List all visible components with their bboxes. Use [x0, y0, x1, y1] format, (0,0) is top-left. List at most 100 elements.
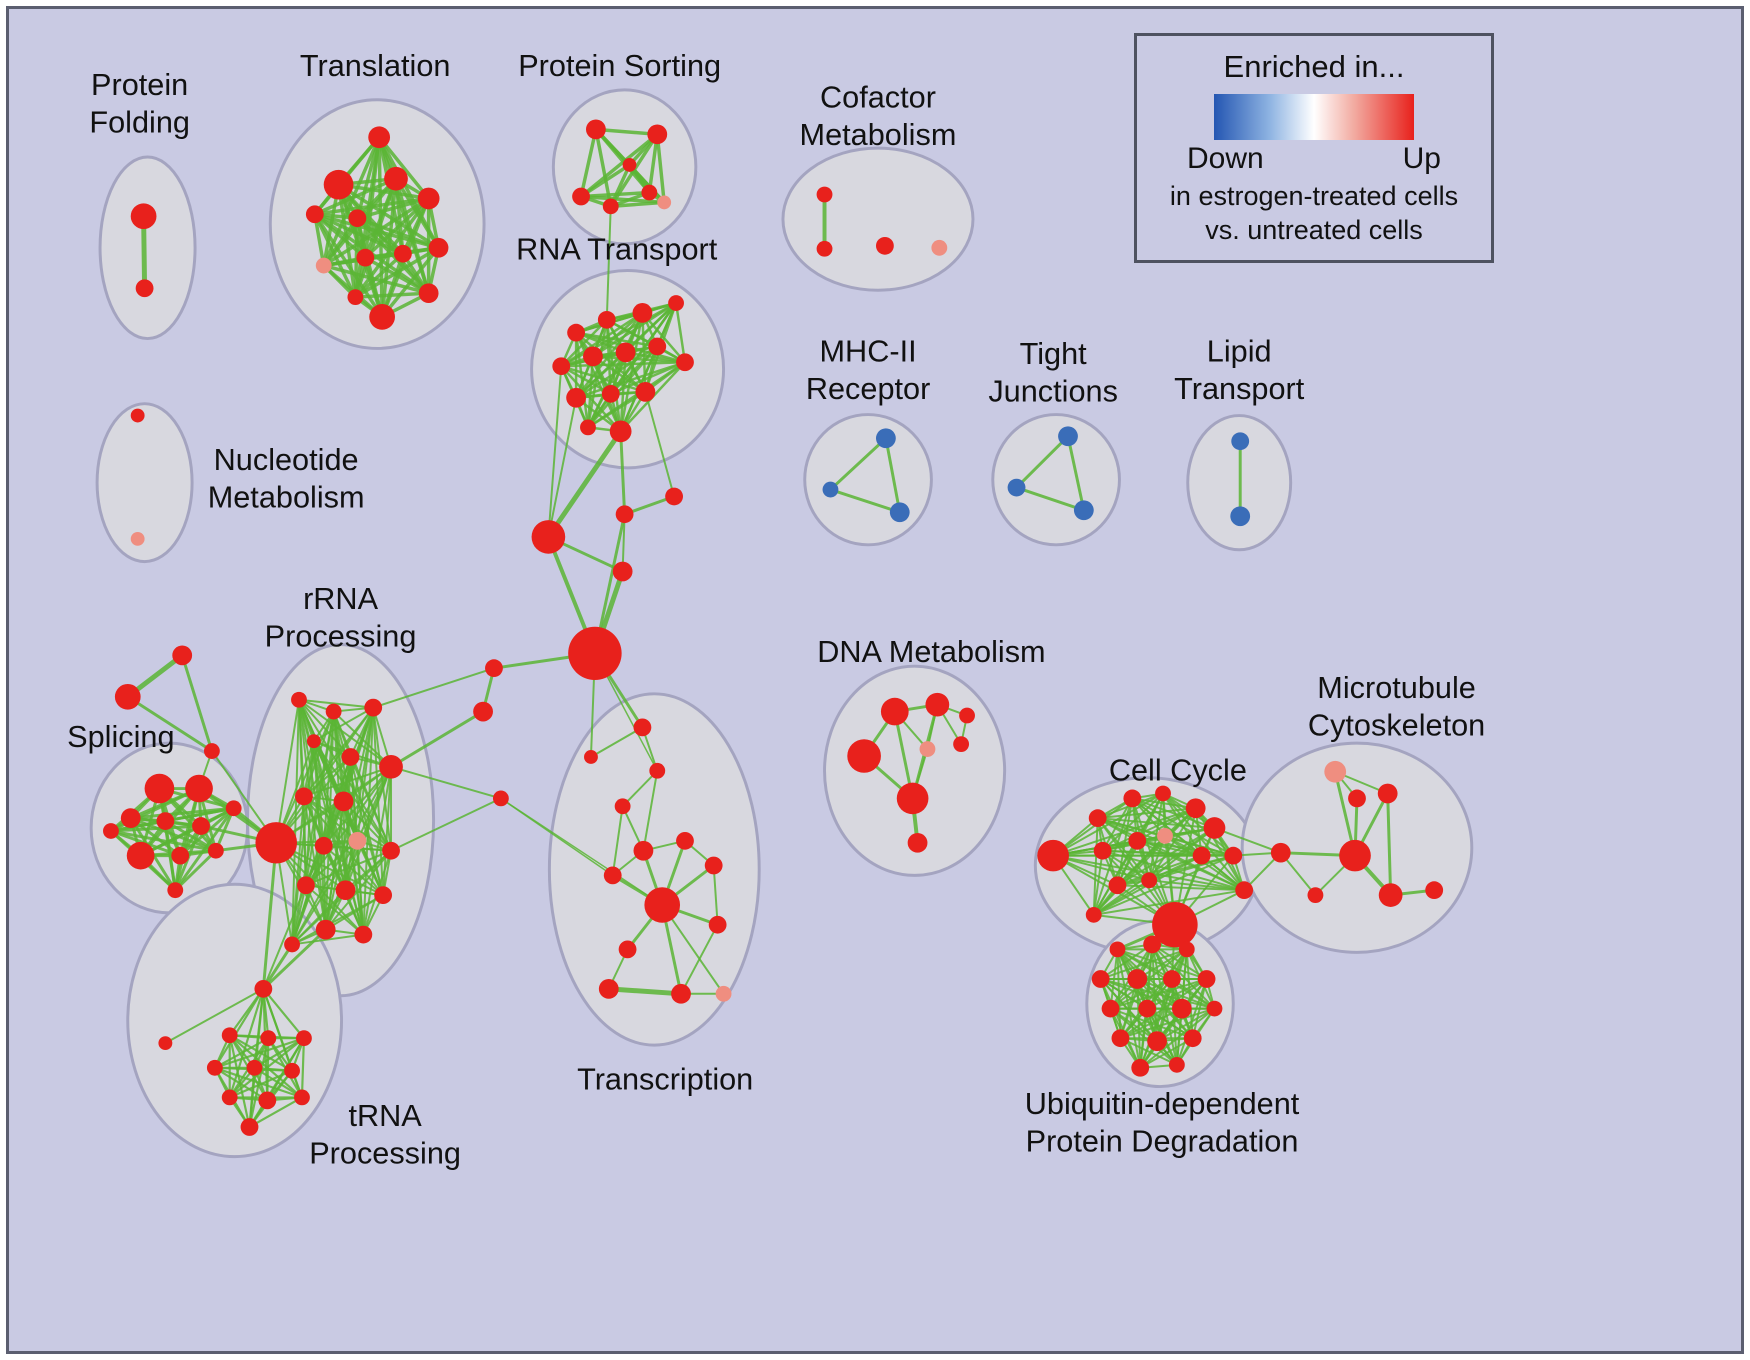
edge — [1101, 792, 1164, 852]
edge — [1386, 791, 1393, 897]
edge — [1101, 807, 1197, 852]
node-tp8 — [221, 1089, 238, 1106]
edge — [606, 986, 684, 997]
node-cc6 — [1203, 817, 1226, 839]
node-tr8 — [393, 244, 412, 263]
legend-title: Enriched in... — [1223, 49, 1405, 84]
edge — [291, 894, 385, 946]
node-dm1 — [880, 697, 909, 726]
node-tp3 — [260, 1030, 277, 1047]
edge — [1194, 807, 1246, 892]
cluster-ellipse-transcription — [547, 692, 761, 1047]
node-rr8 — [333, 791, 354, 812]
edge — [661, 903, 725, 995]
edge — [621, 769, 659, 808]
node-ub10 — [1171, 998, 1192, 1019]
edge — [1099, 943, 1154, 980]
node-rr12 — [382, 841, 400, 860]
edge — [574, 361, 687, 400]
edge — [594, 127, 659, 137]
node-ub6 — [1163, 970, 1181, 988]
edge — [1119, 1037, 1178, 1066]
node-rt14 — [580, 419, 596, 436]
edge — [828, 488, 902, 514]
edge — [1148, 879, 1246, 892]
node-tc12 — [671, 983, 691, 1004]
node-tp5 — [206, 1059, 223, 1076]
edge — [312, 706, 375, 743]
edge — [586, 390, 647, 429]
edge — [547, 365, 563, 538]
node-rr5 — [341, 748, 360, 766]
edge — [1092, 834, 1166, 916]
node-cc3 — [1123, 789, 1142, 808]
node-x3 — [203, 743, 220, 759]
node-x10 — [473, 701, 493, 722]
legend-down-label: Down — [1187, 142, 1264, 175]
edge — [609, 361, 687, 396]
legend-subtitle: in estrogen-treated cells vs. untreated … — [1169, 181, 1459, 245]
node-rt11 — [601, 384, 620, 403]
edge — [109, 824, 203, 833]
node-ub15 — [1131, 1058, 1150, 1077]
node-tr4 — [348, 209, 367, 228]
node-rr3 — [364, 698, 383, 717]
edge — [609, 200, 666, 209]
node-rr4 — [306, 734, 321, 749]
node-ub3 — [1178, 941, 1195, 958]
node-tr2 — [323, 169, 354, 200]
node-tc6 — [603, 866, 622, 885]
node-mc7 — [1425, 881, 1444, 900]
node-mc1 — [1324, 760, 1347, 783]
edge — [579, 127, 598, 199]
edge — [261, 841, 278, 991]
cluster-label-splicing: Splicing — [67, 720, 174, 754]
edge — [363, 255, 431, 295]
node-tr3 — [305, 205, 324, 224]
edge — [304, 839, 359, 887]
edge — [1119, 1007, 1216, 1040]
node-tc5 — [633, 840, 654, 861]
node-ub14 — [1183, 1029, 1202, 1048]
node-dm4 — [847, 739, 881, 773]
node-rr11 — [348, 831, 367, 850]
edge — [363, 196, 431, 260]
legend-endpoints: Down Up — [1187, 142, 1441, 176]
node-tc9 — [708, 915, 727, 934]
node-tr5 — [384, 166, 408, 191]
node-tr7 — [428, 237, 449, 258]
edge — [291, 884, 307, 946]
nodes-layer — [103, 119, 1444, 1136]
edge — [712, 864, 719, 926]
edge — [291, 889, 347, 946]
node-cc11 — [1224, 846, 1243, 865]
node-rr7 — [295, 787, 313, 806]
edge — [313, 212, 384, 319]
node-tr12 — [418, 283, 439, 304]
node-nm1 — [130, 408, 145, 423]
edge — [560, 311, 644, 368]
edge — [342, 800, 365, 936]
edge — [545, 428, 624, 540]
edge — [1015, 486, 1086, 512]
edge — [1136, 807, 1197, 842]
cluster-ellipse-nucleotide-metabolism — [95, 402, 194, 564]
edge — [353, 251, 405, 299]
node-sp8 — [171, 846, 190, 865]
node-mh1 — [875, 428, 896, 449]
node-tc4 — [676, 831, 694, 850]
node-ub4 — [1091, 970, 1110, 988]
node-rr9 — [255, 822, 298, 864]
node-sp5 — [192, 817, 210, 835]
node-rt1 — [567, 323, 586, 342]
edge — [674, 301, 687, 364]
edge — [275, 841, 365, 936]
node-tp9 — [258, 1091, 277, 1110]
cluster-ellipse-tight-junctions — [991, 413, 1121, 547]
node-dm6 — [953, 736, 970, 753]
edge — [619, 429, 627, 516]
node-tj2 — [1007, 478, 1026, 497]
